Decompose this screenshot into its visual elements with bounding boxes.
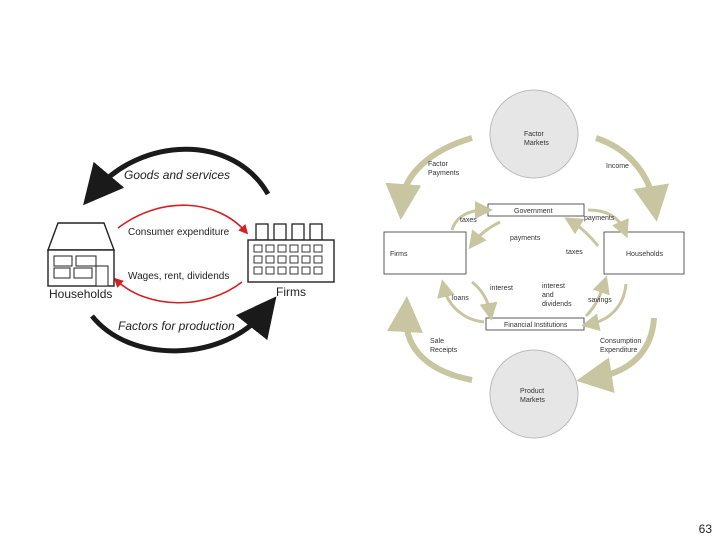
households-box-label: Households bbox=[626, 251, 663, 258]
sale-receipts-label-1: Sale bbox=[430, 338, 444, 345]
wages-rent-dividends-arrow bbox=[113, 277, 243, 304]
interest-dividends-label-1: interest bbox=[542, 283, 565, 290]
page-number: 63 bbox=[698, 522, 712, 536]
savings-arrow bbox=[581, 283, 628, 332]
interest-arrow bbox=[471, 280, 498, 321]
firms-icon bbox=[247, 223, 335, 283]
goods-and-services-arrow bbox=[83, 146, 271, 206]
payments-mid-label: payments bbox=[510, 235, 541, 242]
income-label: Income bbox=[606, 163, 629, 170]
factor-markets-label-2: Markets bbox=[524, 140, 549, 147]
households-label: Households bbox=[49, 287, 112, 301]
factor-payments-label-2: Payments bbox=[428, 170, 460, 177]
goods-and-services-label: Goods and services bbox=[124, 168, 230, 182]
interest-dividends-label-2: and bbox=[542, 292, 554, 299]
taxes-right-arrow bbox=[564, 217, 600, 247]
consumption-expenditure-label-1: Consumption bbox=[600, 338, 641, 345]
factor-payments-label-1: Factor bbox=[428, 161, 449, 168]
wages-rent-dividends-label: Wages, rent, dividends bbox=[128, 271, 229, 282]
households-icon bbox=[46, 222, 116, 287]
factors-for-production-label: Factors for production bbox=[118, 319, 235, 333]
consumption-expenditure-label-2: Expenditure bbox=[600, 347, 637, 354]
taxes-right-label: taxes bbox=[566, 249, 583, 256]
factor-markets-circle bbox=[489, 89, 579, 179]
loans-arrow bbox=[437, 279, 485, 324]
interest-label: interest bbox=[490, 285, 513, 292]
factor-markets-label-1: Factor bbox=[524, 131, 545, 138]
firms-box-label: Firms bbox=[390, 251, 408, 258]
taxes-left-label: taxes bbox=[460, 217, 477, 224]
consumer-expenditure-label: Consumer expenditure bbox=[128, 227, 230, 238]
income-arrow bbox=[595, 135, 670, 222]
households-box bbox=[603, 231, 685, 275]
interest-dividends-label-3: dividends bbox=[542, 301, 572, 308]
sale-receipts-label-2: Receipts bbox=[430, 347, 458, 354]
payments-right-arrow bbox=[587, 208, 629, 239]
factor-payments-arrow bbox=[385, 135, 473, 220]
firms-label: Firms bbox=[276, 285, 306, 299]
financial-institutions-label: Financial Institutions bbox=[504, 322, 568, 329]
savings-label: savings bbox=[588, 297, 612, 304]
loans-label: loans bbox=[452, 295, 469, 302]
product-markets-label-1: Product bbox=[520, 388, 544, 395]
firms-box bbox=[383, 231, 467, 275]
product-markets-label-2: Markets bbox=[520, 397, 545, 404]
factors-for-production-arrow bbox=[90, 296, 277, 354]
payments-right-label: payments bbox=[584, 215, 615, 222]
consumption-expenditure-arrow bbox=[576, 317, 657, 393]
consumer-expenditure-arrow bbox=[117, 204, 249, 235]
payments-mid-arrow bbox=[468, 220, 501, 250]
taxes-left-arrow bbox=[450, 201, 493, 231]
government-label: Government bbox=[514, 208, 553, 215]
product-markets-circle bbox=[489, 349, 579, 439]
sale-receipts-arrow bbox=[387, 296, 473, 383]
